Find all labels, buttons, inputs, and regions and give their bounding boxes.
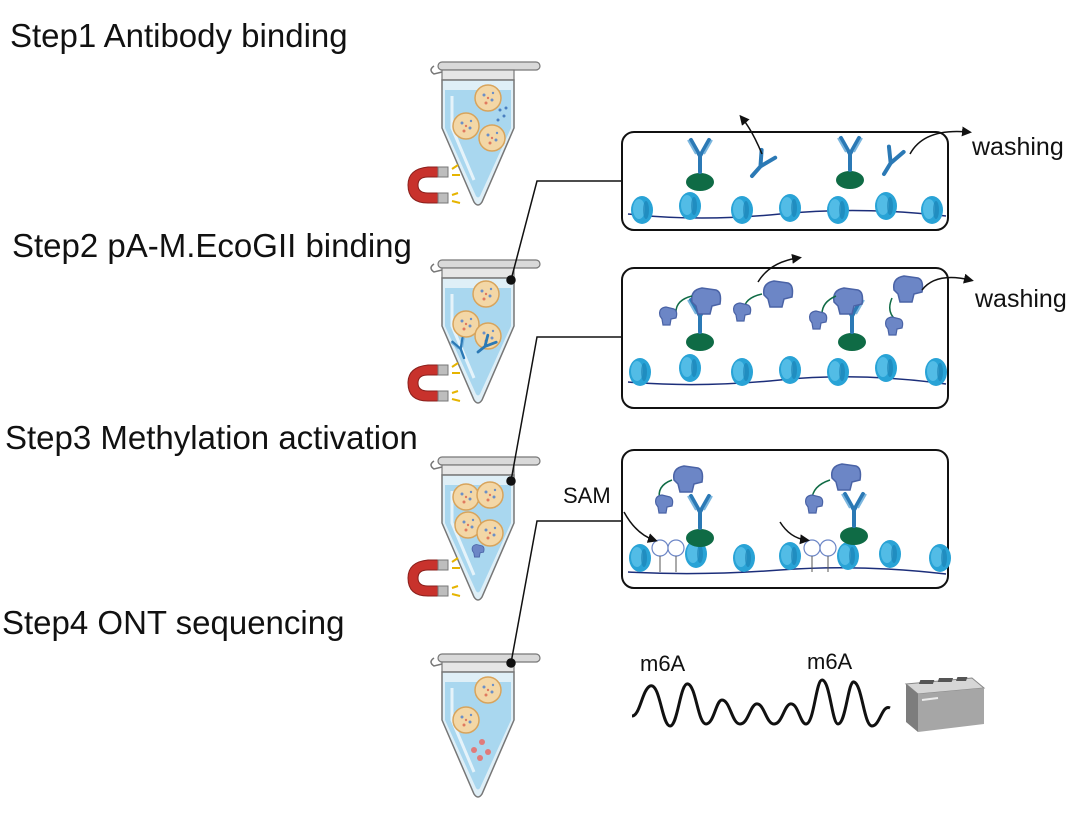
magnet-3-icon — [407, 557, 461, 597]
nanopore-signal: m6A m6A — [631, 649, 891, 728]
step2-title: Step2 pA-M.EcoGII binding — [12, 227, 412, 264]
tube-4-icon — [429, 652, 542, 799]
step1-title: Step1 Antibody binding — [10, 17, 348, 54]
sequencer-icon — [904, 677, 986, 732]
washing-label-2: washing — [974, 285, 1067, 313]
m6a-label-2: m6A — [807, 649, 853, 674]
tube-1-icon — [429, 60, 542, 207]
magnet-2-icon — [407, 362, 461, 402]
panel-antibody-binding: washing — [621, 114, 1064, 231]
connector-lines — [506, 180, 622, 668]
panel-enzyme-binding: washing — [621, 253, 1067, 409]
step3-title: Step3 Methylation activation — [5, 419, 418, 456]
sam-label: SAM — [563, 483, 611, 508]
magnet-1-icon — [407, 164, 461, 204]
panel-methylation: SAM — [563, 449, 951, 589]
step4-title: Step4 ONT sequencing — [2, 604, 344, 641]
tube-2-icon — [429, 258, 542, 405]
washing-label-1: washing — [971, 133, 1064, 161]
tube-3-icon — [429, 455, 542, 602]
m6a-label-1: m6A — [640, 651, 686, 676]
